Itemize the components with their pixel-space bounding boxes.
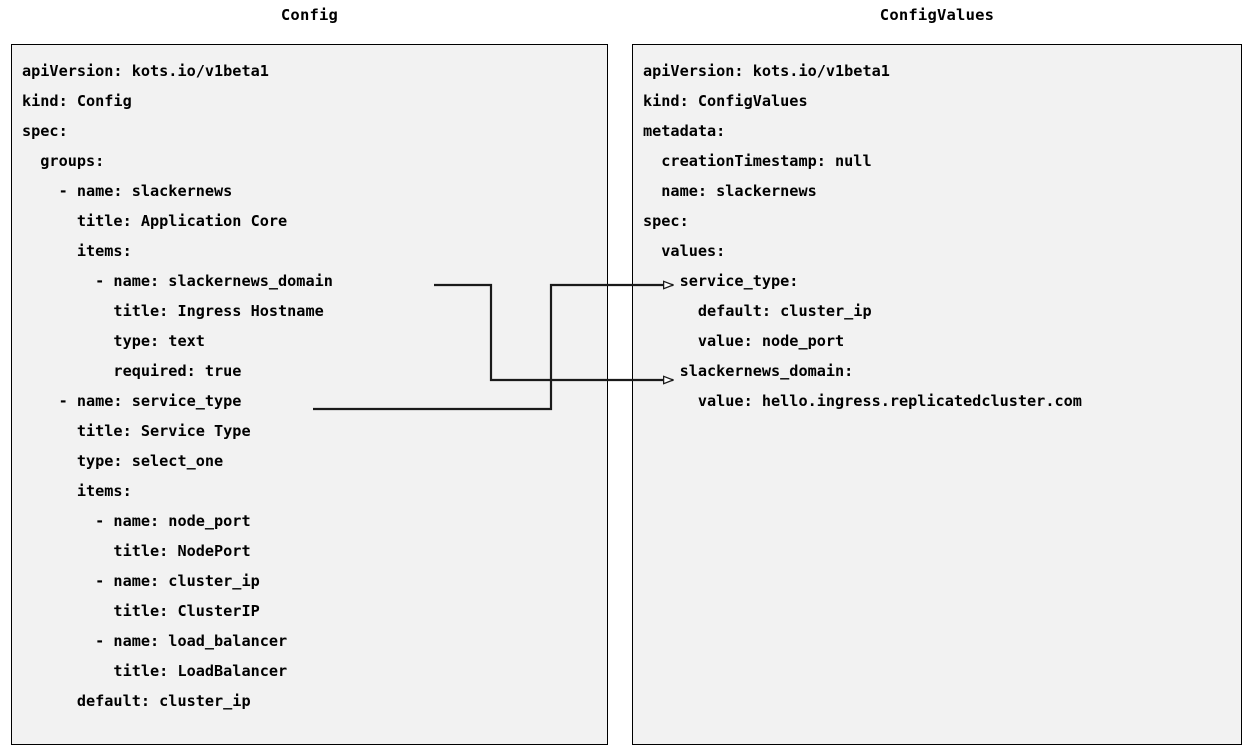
config-yaml-line: items: <box>22 242 132 260</box>
config-yaml-line: title: LoadBalancer <box>22 662 288 680</box>
configvalues-panel-title: ConfigValues <box>879 6 995 24</box>
config-yaml-line: title: Ingress Hostname <box>22 302 324 320</box>
config-yaml-line: title: Service Type <box>22 422 251 440</box>
config-panel: apiVersion: kots.io/v1beta1 kind: Config s… <box>11 44 608 745</box>
config-yaml-line: default: cluster_ip <box>22 692 251 710</box>
config-yaml-line: spec: <box>22 122 68 140</box>
config-yaml-line: type: text <box>22 332 205 350</box>
configvalues-yaml-line: slackernews_domain: <box>643 362 854 380</box>
config-panel-title: Config <box>280 6 339 24</box>
configvalues-yaml-line: apiVersion: kots.io/v1beta1 <box>643 62 890 80</box>
configvalues-panel: apiVersion: kots.io/v1beta1 kind: ConfigV… <box>632 44 1242 745</box>
configvalues-yaml-line: value: node_port <box>643 332 845 350</box>
config-yaml-line: - name: node_port <box>22 512 251 530</box>
configvalues-yaml-line: value: hello.ingress.replicatedcluster.c… <box>643 392 1082 410</box>
config-yaml-line: items: <box>22 482 132 500</box>
config-yaml-code: apiVersion: kots.io/v1beta1 kind: Config s… <box>22 56 603 716</box>
config-yaml-line: title: Application Core <box>22 212 288 230</box>
config-yaml-line: title: ClusterIP <box>22 602 260 620</box>
config-yaml-line: required: true <box>22 362 242 380</box>
config-yaml-line: - name: slackernews <box>22 182 233 200</box>
configvalues-yaml-line: kind: ConfigValues <box>643 92 808 110</box>
configvalues-yaml-code: apiVersion: kots.io/v1beta1 kind: ConfigV… <box>643 56 1237 416</box>
configvalues-yaml-line: metadata: <box>643 122 726 140</box>
configvalues-yaml-line: creationTimestamp: null <box>643 152 872 170</box>
config-yaml-line: title: NodePort <box>22 542 251 560</box>
config-yaml-line: kind: Config <box>22 92 132 110</box>
configvalues-yaml-line: spec: <box>643 212 689 230</box>
configvalues-yaml-line: values: <box>643 242 726 260</box>
config-yaml-line: type: select_one <box>22 452 224 470</box>
config-yaml-line: apiVersion: kots.io/v1beta1 <box>22 62 269 80</box>
config-yaml-line: - name: service_type <box>22 392 242 410</box>
configvalues-yaml-line: default: cluster_ip <box>643 302 872 320</box>
config-yaml-line: - name: cluster_ip <box>22 572 260 590</box>
configvalues-yaml-line: service_type: <box>643 272 799 290</box>
configvalues-yaml-line: name: slackernews <box>643 182 817 200</box>
config-yaml-line: - name: load_balancer <box>22 632 288 650</box>
config-yaml-line: groups: <box>22 152 105 170</box>
config-yaml-line: - name: slackernews_domain <box>22 272 333 290</box>
